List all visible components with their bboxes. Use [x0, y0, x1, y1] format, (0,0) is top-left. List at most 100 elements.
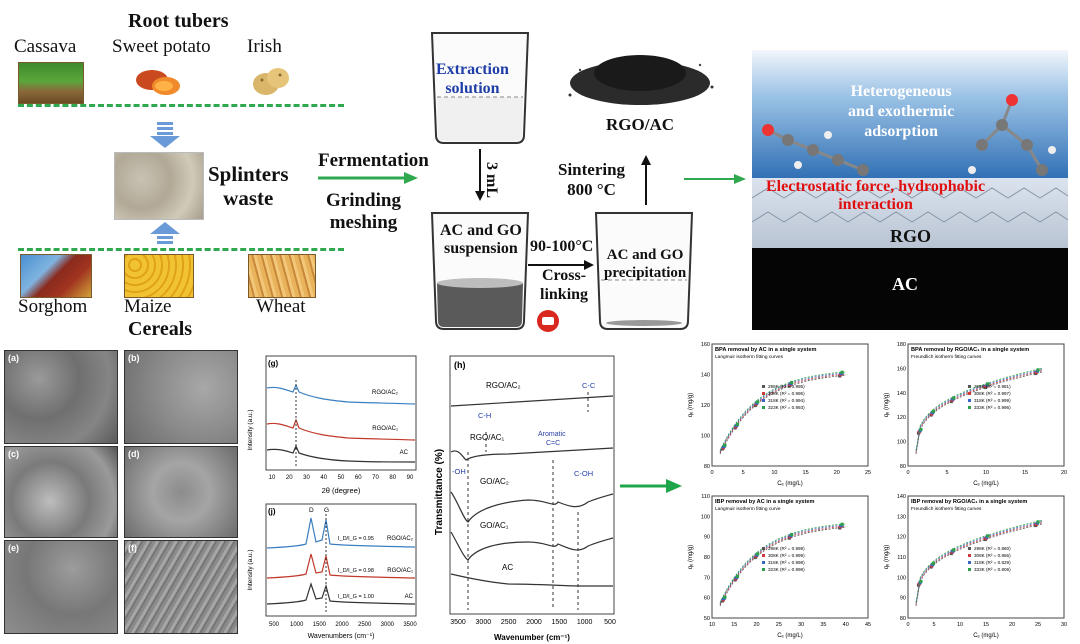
isotherm-4-ytick-140: 140 — [897, 494, 906, 500]
isotherm-3-xtick-10: 10 — [709, 622, 715, 628]
sem-image-a: (a) — [4, 350, 118, 444]
isotherm-title-3: IBP removal by AC in a single system — [715, 499, 815, 505]
isotherm-4-ytick-130: 130 — [897, 514, 906, 520]
bpa-molecule-right — [968, 94, 1056, 176]
maize-image — [124, 254, 194, 298]
isotherm-xlabel-3: Cₑ (mg/L) — [777, 633, 803, 639]
ftir-x-tick-1500: 1500 — [552, 619, 568, 626]
splinters-waste-image — [114, 152, 204, 220]
forces-label: Electrostatic force, hydrophobic interac… — [766, 178, 986, 213]
isotherm-4-point-4-2 — [931, 561, 936, 565]
isotherm-4-point-4-1 — [919, 579, 923, 584]
sem-image-e: (e) — [4, 540, 118, 634]
isotherm-3-xtick-30: 30 — [798, 622, 804, 628]
isotherm-chart-2: BPA removal by RGO/AC₁ in a single syste… — [884, 342, 1067, 487]
isotherm-4-point-4-5 — [1036, 520, 1040, 524]
isotherm-3-ytick-110: 110 — [701, 494, 710, 500]
xrd-ylabel: Intensity (a.u.) — [247, 409, 254, 450]
isotherm-2-point-4-2 — [931, 409, 936, 413]
adsorption-mechanism-panel: Heterogeneous and exothermic adsorption … — [752, 50, 1068, 330]
isotherm-3-curve-4 — [719, 523, 847, 603]
ac-layer-label: AC — [892, 274, 918, 294]
raman-xlabel: Wavenumbers (cm⁻¹) — [308, 633, 375, 640]
process-beakers — [430, 32, 714, 332]
ftir-x-tick-2500: 2500 — [501, 619, 517, 626]
ftir-legend-rgo-ac1: RGO/AC₁ — [470, 433, 505, 442]
isotherm-2-point-4-1 — [919, 427, 923, 432]
isotherm-3-xtick-40: 40 — [843, 622, 849, 628]
isotherm-2-point-4-4 — [986, 382, 990, 386]
raman-series-ac — [266, 582, 416, 605]
isotherm-title-2: BPA removal by RGO/AC₁ in a single syste… — [911, 347, 1029, 353]
isotherm-1-legend-1: 298K (R² = 0.995) — [768, 384, 805, 389]
raman-ylabel: Intensity (a.u.) — [247, 549, 254, 590]
isotherm-2-point-4-3 — [952, 396, 956, 400]
ftir-band-coh: C-OH — [574, 469, 593, 478]
sem-image-c: (c) — [4, 446, 118, 538]
xrd-x-tick-20: 20 — [286, 475, 293, 481]
rgo-layer-label: RGO — [890, 226, 932, 246]
isotherm-1-ytick-160: 160 — [701, 342, 710, 348]
isotherm-4-xtick-30: 30 — [1061, 622, 1067, 628]
suspension-beaker — [430, 212, 530, 330]
extraction-beaker — [430, 32, 530, 144]
isotherm-4-xtick-25: 25 — [1035, 622, 1041, 628]
isotherm-1-xtick-5: 5 — [742, 470, 745, 476]
isotherm-3-ytick-90: 90 — [704, 535, 710, 541]
raman-legend-rgo-ac2: RGO/AC₂ — [387, 536, 414, 542]
sem-image-d: (d) — [124, 446, 238, 538]
raman-series-rgo-ac2 — [266, 517, 416, 549]
ftir-series-go-ac1 — [450, 531, 614, 561]
isotherm-3-point-4-4 — [790, 532, 794, 537]
sem-image-b: (b) — [124, 350, 238, 444]
isotherm-chart-4: IBP removal by RGO/AC₁ in a single syste… — [884, 494, 1067, 639]
ftir-legend-rgo-ac2: RGO/AC₂ — [486, 381, 521, 390]
isotherm-3-xtick-45: 45 — [865, 622, 871, 628]
isotherm-xlabel-2: Cₑ (mg/L) — [973, 481, 999, 487]
raman-legend-ac: AC — [405, 594, 414, 600]
isotherm-1-point-4-5 — [840, 370, 844, 374]
raman-peak-g: G — [324, 507, 329, 514]
raman-x-tick-2500: 2500 — [358, 622, 372, 628]
isotherm-3-legend-marker-3 — [762, 561, 765, 564]
isotherm-3-legend-4: 323K (R² = 0.998) — [768, 567, 805, 572]
isotherm-3-point-4-1 — [723, 595, 727, 599]
ftir-band-oh: -OH — [452, 467, 466, 476]
ftir-band-cc: C-C — [582, 381, 596, 390]
xrd-x-tick-10: 10 — [269, 475, 276, 481]
ftir-series-rgo-ac1 — [450, 447, 614, 461]
adsorption-label: Heterogeneous and exothermic adsorption — [848, 83, 955, 140]
isotherm-xlabel-4: Cₑ (mg/L) — [973, 633, 999, 639]
raman-series-rgo-ac1 — [266, 553, 416, 579]
isotherm-ylabel-3: qₑ (mg/g) — [688, 545, 694, 570]
isotherm-1-legend-marker-3 — [762, 399, 765, 402]
isotherm-2-legend-marker-4 — [968, 406, 971, 409]
ftir-panel-label: (h) — [454, 360, 466, 370]
isotherm-1-curve-1 — [719, 374, 847, 455]
isotherm-4-xtick-20: 20 — [1009, 622, 1015, 628]
sem-image-f: (f) — [124, 540, 238, 634]
isotherm-3-legend-2: 308K (R² = 0.999) — [768, 553, 805, 558]
isotherm-2-legend-marker-2 — [968, 392, 971, 395]
isotherm-4-legend-marker-4 — [968, 568, 971, 571]
isotherm-3-ytick-70: 70 — [704, 575, 710, 581]
raman-ratio-ac: I_D/I_G = 1.00 — [338, 594, 374, 600]
isotherm-4-legend-marker-2 — [968, 554, 971, 557]
isotherm-1-xtick-25: 25 — [865, 470, 871, 476]
isotherm-3-ytick-80: 80 — [704, 555, 710, 561]
crop-label-wheat: Wheat — [256, 296, 306, 317]
up-arrow-sintering — [641, 155, 651, 205]
isotherm-4-xtick-15: 15 — [983, 622, 989, 628]
isotherm-4-ytick-120: 120 — [897, 535, 906, 541]
isotherm-1-curve-3 — [719, 372, 847, 452]
crop-label-maize: Maize — [124, 296, 172, 317]
irish-potato-image — [250, 60, 292, 102]
isotherm-4-curve-4 — [915, 520, 1043, 603]
isotherm-subtitle-3: Langmuir isotherm fitting curve — [715, 506, 781, 512]
precipitation-label: AC and GO precipitation — [604, 247, 687, 281]
raman-chart: (j) Intensity (a.u.) Wavenumbers (cm⁻¹) … — [247, 503, 417, 640]
right-arrow-icon — [318, 170, 418, 186]
isotherm-4-ytick-110: 110 — [897, 555, 906, 561]
isotherm-3-curve-1 — [719, 526, 847, 607]
isotherm-4-ytick-100: 100 — [897, 575, 906, 581]
